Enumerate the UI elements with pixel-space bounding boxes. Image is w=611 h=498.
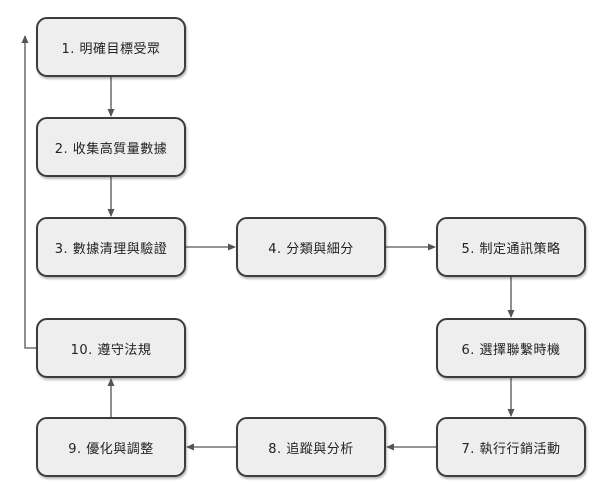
step-3-label: 3. 數據清理與驗證 xyxy=(54,241,168,257)
edge-10-to-1 xyxy=(21,35,36,349)
step-10-node: 10. 遵守法規 xyxy=(36,318,186,378)
step-9-node: 9. 優化與調整 xyxy=(36,417,186,477)
step-1-node: 1. 明確目標受眾 xyxy=(36,17,186,77)
step-2-label: 2. 收集高質量數據 xyxy=(54,141,168,157)
step-9-label: 9. 優化與調整 xyxy=(68,441,154,457)
step-5-node: 5. 制定通訊策略 xyxy=(436,217,586,277)
step-4-label: 4. 分類與細分 xyxy=(268,241,354,257)
step-1-label: 1. 明確目標受眾 xyxy=(61,41,161,57)
step-3-node: 3. 數據清理與驗證 xyxy=(36,217,186,277)
step-8-label: 8. 追蹤與分析 xyxy=(268,441,354,457)
step-7-node: 7. 執行行銷活動 xyxy=(436,417,586,477)
step-7-label: 7. 執行行銷活動 xyxy=(461,441,561,457)
step-2-node: 2. 收集高質量數據 xyxy=(36,117,186,177)
step-4-node: 4. 分類與細分 xyxy=(236,217,386,277)
step-6-node: 6. 選擇聯繫時機 xyxy=(436,318,586,378)
step-5-label: 5. 制定通訊策略 xyxy=(461,241,561,257)
step-8-node: 8. 追蹤與分析 xyxy=(236,417,386,477)
step-10-label: 10. 遵守法規 xyxy=(70,342,152,358)
step-6-label: 6. 選擇聯繫時機 xyxy=(461,342,561,358)
